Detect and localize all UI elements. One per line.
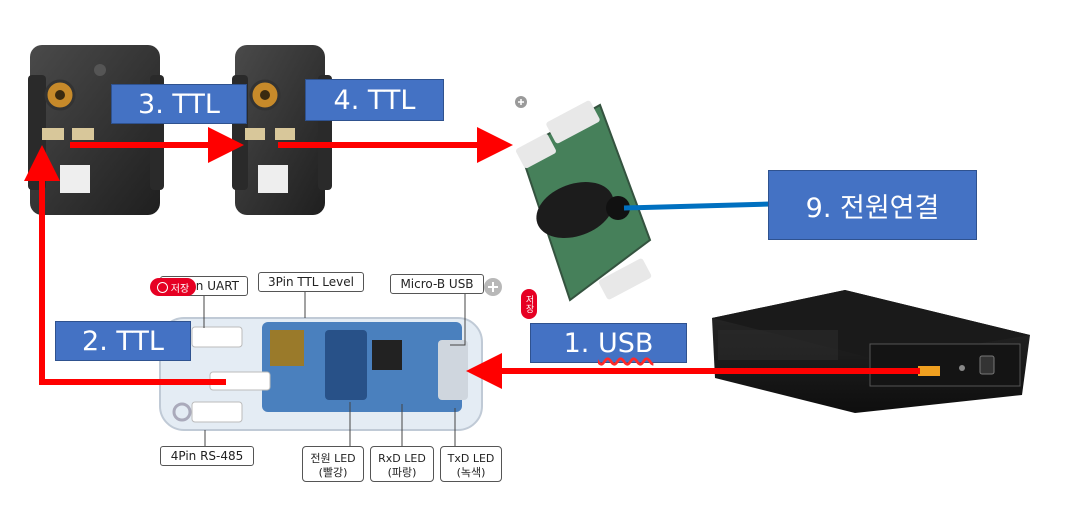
micro-b-usb-label-text: Micro-B USB	[400, 277, 474, 291]
label-1-usb: 1. USB	[530, 323, 687, 363]
ttl-level-label: 3Pin TTL Level	[258, 272, 364, 292]
uart-label-text: n UART	[195, 279, 239, 293]
rs485-label-text: 4Pin RS-485	[170, 449, 244, 463]
micro-b-usb-label: Micro-B USB	[390, 274, 484, 294]
ttl-level-label-text: 3Pin TTL Level	[268, 275, 354, 289]
ttl-arrow-u2d2-to-servo1	[24, 145, 226, 385]
rxd-led-label-line2: (파랑)	[387, 466, 417, 479]
u2d2-board	[159, 317, 483, 431]
txd-led-label-line1: TxD LED	[447, 452, 495, 465]
save-badge-vertical[interactable]: 저장	[521, 289, 537, 319]
power-led-label-line1: 전원 LED	[310, 452, 356, 465]
rxd-led-label: RxD LED (파랑)	[370, 446, 434, 482]
label-1-usb-word: USB	[597, 327, 654, 359]
label-4-ttl-text: 4. TTL	[333, 84, 416, 116]
save-badge-label: 저장	[170, 283, 190, 295]
pinterest-icon	[156, 281, 168, 293]
mini-pc	[712, 290, 1030, 413]
label-2-ttl: 2. TTL	[55, 321, 191, 361]
label-1-usb-prefix: 1.	[563, 327, 598, 359]
power-led-label: 전원 LED (빨강)	[302, 446, 364, 482]
servo-motor-2	[232, 45, 332, 215]
txd-led-label: TxD LED (녹색)	[440, 446, 502, 482]
label-3-ttl-text: 3. TTL	[138, 88, 220, 120]
rxd-led-label-line1: RxD LED	[378, 452, 426, 465]
txd-led-label-line2: (녹색)	[456, 466, 486, 479]
servo-motor-1	[28, 45, 164, 215]
label-4-ttl: 4. TTL	[305, 79, 444, 121]
plus-circle-icon	[484, 278, 502, 296]
power-hub-board	[516, 100, 652, 302]
label-9-power: 9. 전원연결	[768, 170, 977, 240]
save-badge-vertical-label: 저장	[523, 295, 534, 313]
save-badge[interactable]: 저장	[150, 278, 196, 296]
rs485-label: 4Pin RS-485	[160, 446, 254, 466]
power-cable	[623, 201, 771, 211]
callout-lines	[203, 292, 466, 446]
label-2-ttl-text: 2. TTL	[82, 325, 164, 357]
label-9-power-text: 9. 전원연결	[805, 192, 940, 224]
plus-circle-icon	[515, 96, 527, 108]
label-3-ttl: 3. TTL	[111, 84, 247, 124]
power-led-label-line2: (빨강)	[318, 466, 348, 479]
